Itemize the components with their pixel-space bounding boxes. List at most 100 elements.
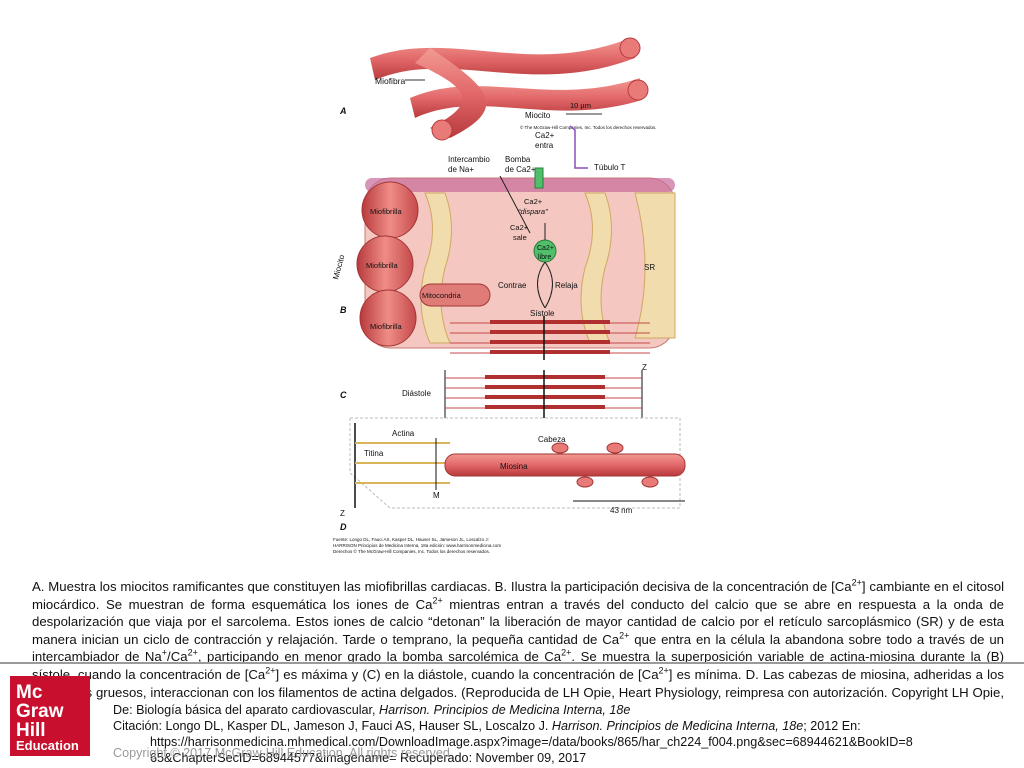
label-tubulo: Túbulo T xyxy=(594,163,626,172)
label-ca-sale-2: sale xyxy=(513,233,527,242)
label-miofibrilla-2: Miofibrilla xyxy=(366,261,399,270)
source-citation: De: Biología básica del aparato cardiova… xyxy=(113,702,993,766)
label-miosina: Miosina xyxy=(500,462,528,471)
label-ca-dispara-1: Ca2+ xyxy=(524,197,543,206)
label-z-top: Z xyxy=(642,363,647,372)
ca-channel xyxy=(534,167,544,189)
source-url-line[interactable]: https://harrisonmedicina.mhmedical.com/D… xyxy=(150,735,913,749)
label-cabeza: Cabeza xyxy=(538,435,566,444)
label-z-bottom: Z xyxy=(340,509,345,518)
source-italic-1: Harrison. Principios de Medicina Interna… xyxy=(379,703,631,717)
label-fuente-1: Fuente: Longo DL, Fauci AS, Kasper DL, H… xyxy=(333,537,489,542)
caption-sup-6: 2+ xyxy=(561,647,572,658)
label-relaja: Relaja xyxy=(555,281,578,290)
label-miofibra: Miofibra xyxy=(375,76,406,86)
label-fuente-3: Derechos © The McGraw-Hill Companies, In… xyxy=(333,548,490,554)
sarcomere-systole xyxy=(450,316,650,360)
footer-divider xyxy=(0,662,1024,664)
myosin-head-1 xyxy=(551,442,569,454)
label-nm: 43 nm xyxy=(610,506,633,515)
label-m: M xyxy=(433,491,440,500)
panel-label-a: A xyxy=(339,106,347,116)
label-ca-libre-2: libre xyxy=(538,254,551,261)
source-suffix-2: ; 2012 En: xyxy=(803,719,861,733)
caption-text-1: A. Muestra los miocitos ramificantes que… xyxy=(32,579,852,594)
label-mitocondria: Mitocondria xyxy=(422,291,462,300)
myosin-head-3 xyxy=(606,442,624,454)
thick-filament-s4 xyxy=(490,350,610,354)
label-de-ca: de Ca2+ xyxy=(505,165,536,174)
mcgraw-hill-logo: Mc Graw Hill Education xyxy=(10,676,90,756)
caption-text-5: /Ca xyxy=(167,649,188,665)
label-diastole: Diástole xyxy=(402,389,431,398)
label-ca-sale-1: Ca2+ xyxy=(510,223,529,232)
label-miocito-side: Miocito xyxy=(331,253,346,280)
caption-sup-5: 2+ xyxy=(187,647,198,658)
label-fuente-2: HARRISON Principios de Medicina Interna,… xyxy=(333,543,501,548)
mitochondrion xyxy=(419,283,491,307)
thick-filament-s2 xyxy=(490,330,610,334)
thick-filament-d4 xyxy=(485,405,605,409)
panel-label-b: B xyxy=(340,305,347,315)
copyright-notice: Copyright © 2017 McGraw-Hill Education. … xyxy=(113,746,450,760)
arrow-contrae xyxy=(537,261,546,309)
label-bomba: Bomba xyxy=(505,155,531,164)
label-de-na: de Na+ xyxy=(448,165,474,174)
caption-sup-8: 2+ xyxy=(658,665,669,676)
action-potential-trace xyxy=(569,125,588,169)
thick-filament-d xyxy=(444,453,686,477)
caption-text-2: ] cambiante en el citosol miocárdico. Se… xyxy=(32,579,1004,612)
fiber-1 xyxy=(370,38,635,80)
thick-filament-d2 xyxy=(485,385,605,389)
myofibril-3 xyxy=(359,289,417,347)
fiber-end-3 xyxy=(627,79,649,101)
caption-text-6: , participando en menor grado la bomba s… xyxy=(197,649,562,665)
label-ca-entra-1: Ca2+ xyxy=(535,131,555,140)
caption-text-4: que entra en la célula la abandona sobre… xyxy=(32,631,1004,665)
sarcomere-diastole xyxy=(444,370,643,418)
label-copyright-small: © The McGraw-Hill Companies, Inc. Todos … xyxy=(520,124,656,130)
caption-sup-3: 2+ xyxy=(619,630,630,641)
label-miofibrilla-1: Miofibrilla xyxy=(370,207,403,216)
panel-b-myocyte xyxy=(356,125,676,349)
logo-line-2: Graw xyxy=(16,701,64,722)
source-italic-2: Harrison. Principios de Medicina Interna… xyxy=(551,719,804,733)
myosin-head-2 xyxy=(576,476,594,488)
label-ca-entra-2: entra xyxy=(535,141,554,150)
fiber-3 xyxy=(415,48,487,138)
sr-far-right xyxy=(634,192,676,339)
caption-sup-1: 2+ xyxy=(851,577,862,588)
label-miofibrilla-3: Miofibrilla xyxy=(370,322,403,331)
thick-filament-s3 xyxy=(490,340,610,344)
label-ca-libre-1: Ca2+ xyxy=(537,245,554,252)
source-url-line-2: 65&ChapterSecID=68944577&imagename= Recu… xyxy=(150,751,587,765)
logo-line-3: Hill xyxy=(16,720,46,741)
cardiac-diagram: Miofibra A Miocito 10 µm © The McGraw-Hi… xyxy=(330,18,700,578)
caption-text-7: . Se muestra la superposición variable d… xyxy=(32,649,1004,682)
caption-sup-7: 2+ xyxy=(265,665,276,676)
caption-text-8: ] es máxima y (C) en la diástole, cuando… xyxy=(275,666,659,682)
label-scale: 10 µm xyxy=(570,101,591,110)
panel-a-fibers xyxy=(370,37,649,141)
caption-sup-2: 2+ xyxy=(432,595,443,606)
thick-filament-s1 xyxy=(490,320,610,324)
thick-filament-d1 xyxy=(485,375,605,379)
figure-caption: A. Muestra los miocitos ramificantes que… xyxy=(32,578,1004,719)
arrow-sale xyxy=(499,175,531,234)
caption-text-3: mientras entran a través del conducto de… xyxy=(32,596,1004,647)
label-contrae: Contrae xyxy=(498,281,527,290)
diagram-svg: Miofibra A Miocito 10 µm © The McGraw-Hi… xyxy=(331,37,686,554)
sarcolemma xyxy=(365,178,675,192)
source-prefix-1: De: Biología básica del aparato cardiova… xyxy=(113,703,380,717)
arrow-relaja xyxy=(544,261,553,309)
caption-sup-4: + xyxy=(161,647,168,658)
label-miocito: Miocito xyxy=(525,111,551,120)
label-sr: SR xyxy=(644,263,655,272)
panel-label-d: D xyxy=(340,522,347,532)
label-ca-dispara-2: “dispara” xyxy=(518,207,548,216)
myosin-head-4 xyxy=(641,476,659,488)
label-actina: Actina xyxy=(392,429,415,438)
label-intercambio: Intercambio xyxy=(448,155,490,164)
source-line-1: De: Biología básica del aparato cardiova… xyxy=(113,702,993,718)
label-titina: Titina xyxy=(364,449,384,458)
